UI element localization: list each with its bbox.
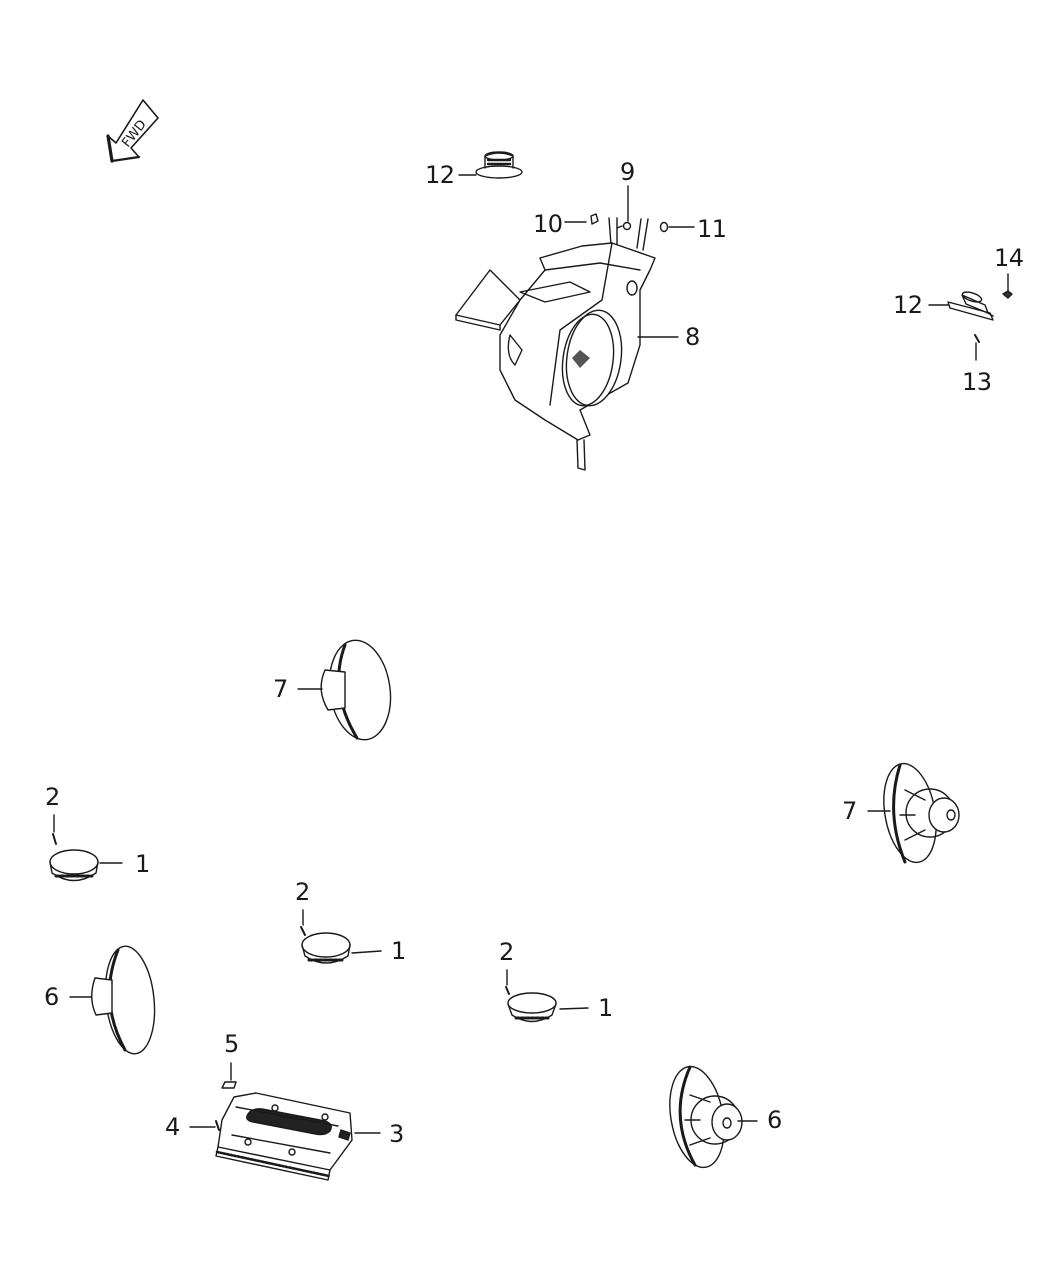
callout-14: 14 [994,244,1024,272]
callout-9: 9 [620,158,635,186]
subwoofer-enclosure-8 [455,217,679,471]
fwd-arrow-icon: FWD [106,99,159,163]
callout-12-right: 12 [893,291,923,319]
callout-8: 8 [685,323,700,351]
callout-4: 4 [165,1113,180,1141]
callout-6-left: 6 [44,983,59,1011]
speaker-7-upper [297,639,392,741]
speaker-6-bottom [669,1065,758,1169]
amplifier-3 [189,1062,381,1181]
speaker-1-left [49,814,123,882]
callout-6-bottom: 6 [767,1106,782,1134]
callout-3: 3 [389,1120,404,1148]
speaker-6-left [69,945,156,1055]
callout-2-center: 2 [295,878,310,906]
tweeter-12-right-cluster [928,273,1013,361]
callout-1-right: 1 [598,994,613,1022]
tweeter-12-top [458,151,523,179]
speaker-7-right [867,762,960,864]
callout-1-left: 1 [135,850,150,878]
callout-12-top: 12 [425,161,455,189]
hardware-9-10-11 [564,185,695,233]
speaker-1-right [505,969,589,1023]
callout-5: 5 [224,1030,239,1058]
callout-7-right: 7 [842,797,857,825]
callout-13: 13 [962,368,992,396]
callout-7-upper: 7 [273,675,288,703]
callout-2-right: 2 [499,938,514,966]
callout-11: 11 [697,215,727,243]
speaker-1-center [300,909,382,964]
callout-1-center: 1 [391,937,406,965]
callout-2-left: 2 [45,783,60,811]
callout-10: 10 [533,210,563,238]
